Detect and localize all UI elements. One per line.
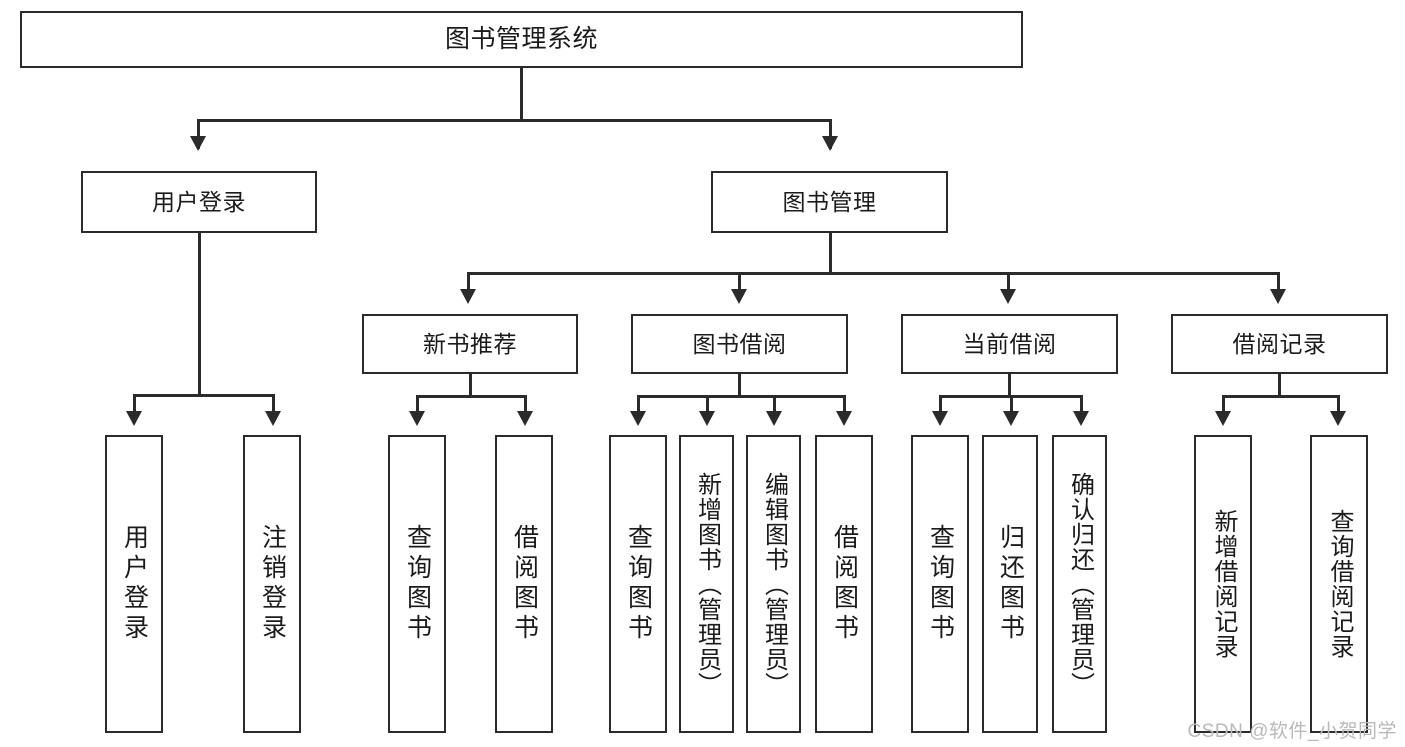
arrow-borrow-records-leaf-1: [1215, 411, 1231, 426]
arrow-new-book-leaf-2: [517, 411, 533, 426]
node-label: 查询图书: [624, 524, 653, 644]
connector-book-borrow-bus: [637, 395, 845, 398]
node-user-login[interactable]: 用户登录: [81, 171, 317, 233]
arrow-user-login-leaf-2: [265, 411, 281, 426]
node-label: 注销登录: [258, 524, 287, 644]
leaf-confirm-return-admin[interactable]: 确认归还（管理员）: [1052, 435, 1107, 733]
node-label: 借阅图书: [510, 524, 539, 644]
connector-borrow-records-drop-2: [1337, 395, 1340, 422]
node-borrow-records[interactable]: 借阅记录: [1171, 314, 1388, 374]
node-current-borrow[interactable]: 当前借阅: [901, 314, 1118, 374]
node-label: 新增图书（管理员）: [693, 471, 721, 697]
arrow-borrow-records-leaf-2: [1330, 411, 1346, 426]
connector-root-stem: [520, 68, 523, 120]
connector-book-borrow-drop-1: [637, 395, 640, 422]
leaf-query-book-new[interactable]: 查询图书: [388, 435, 446, 733]
connector-current-borrow-drop-3: [1080, 395, 1083, 422]
arrow-new-book-leaf-1: [409, 411, 425, 426]
node-book-management[interactable]: 图书管理: [711, 171, 948, 233]
leaf-logout[interactable]: 注销登录: [243, 435, 301, 733]
node-label: 用户登录: [120, 524, 149, 644]
arrow-current-borrow-leaf-3: [1073, 411, 1089, 426]
arrow-book-borrow-leaf-1: [630, 411, 646, 426]
leaf-user-login[interactable]: 用户登录: [105, 435, 163, 733]
connector-new-book-stem: [469, 374, 472, 396]
node-label: 借阅图书: [830, 524, 859, 644]
node-label: 图书管理: [782, 188, 877, 215]
leaf-query-borrow-record[interactable]: 查询借阅记录: [1310, 435, 1368, 733]
node-label: 查询图书: [403, 524, 432, 644]
node-label: 确认归还（管理员）: [1066, 471, 1094, 697]
connector-to-borrow-records: [1277, 272, 1280, 300]
connector-root-bus: [197, 119, 832, 122]
connector-to-new-book: [467, 272, 470, 300]
connector-to-current-borrow: [1007, 272, 1010, 300]
arrow-book-borrow-leaf-3: [766, 411, 782, 426]
arrow-to-current-borrow: [1000, 289, 1016, 304]
arrow-book-borrow-leaf-4: [836, 411, 852, 426]
leaf-add-borrow-record[interactable]: 新增借阅记录: [1194, 435, 1252, 733]
node-label: 当前借阅: [962, 330, 1057, 357]
node-label: 查询图书: [926, 524, 955, 644]
leaf-return-book[interactable]: 归还图书: [982, 435, 1038, 733]
connector-book-borrow-drop-4: [843, 395, 846, 422]
arrow-current-borrow-leaf-1: [932, 411, 948, 426]
connector-book-borrow-drop-3: [773, 395, 776, 422]
arrow-to-borrow-records: [1270, 289, 1286, 304]
node-label: 新增借阅记录: [1210, 509, 1237, 659]
connector-new-book-drop-2: [524, 395, 527, 422]
connector-new-book-drop-1: [416, 395, 419, 422]
connector-current-borrow-drop-1: [939, 395, 942, 422]
leaf-add-book-admin[interactable]: 新增图书（管理员）: [679, 435, 734, 733]
arrow-root-to-user-login: [190, 136, 206, 151]
arrow-to-new-book: [460, 289, 476, 304]
node-root-system[interactable]: 图书管理系统: [20, 11, 1023, 68]
node-label: 图书借阅: [692, 330, 787, 357]
connector-level3-bus: [467, 272, 1280, 275]
arrow-to-book-borrow: [731, 289, 747, 304]
connector-user-login-bus: [133, 394, 275, 397]
node-label: 借阅记录: [1232, 330, 1327, 357]
connector-borrow-records-stem: [1278, 374, 1281, 396]
connector-user-login-drop-2: [272, 394, 275, 422]
node-new-book-recommend[interactable]: 新书推荐: [362, 314, 578, 374]
connector-book-mgmt-stem: [829, 233, 832, 273]
connector-new-book-bus: [416, 395, 526, 398]
leaf-edit-book-admin[interactable]: 编辑图书（管理员）: [746, 435, 801, 733]
arrow-root-to-book-mgmt: [822, 136, 838, 151]
connector-current-borrow-drop-2: [1010, 395, 1013, 422]
csdn-watermark: CSDN @软件_小贺同学: [1187, 721, 1397, 742]
leaf-query-book-current[interactable]: 查询图书: [911, 435, 969, 733]
node-label: 归还图书: [996, 524, 1025, 644]
arrow-book-borrow-leaf-2: [699, 411, 715, 426]
leaf-borrow-book-new[interactable]: 借阅图书: [495, 435, 553, 733]
connector-user-login-drop-1: [133, 394, 136, 422]
leaf-borrow-book[interactable]: 借阅图书: [815, 435, 873, 733]
connector-current-borrow-stem: [1008, 374, 1011, 396]
connector-book-borrow-stem: [738, 374, 741, 396]
node-book-borrow[interactable]: 图书借阅: [631, 314, 848, 374]
node-label: 查询借阅记录: [1326, 509, 1353, 659]
connector-root-to-book-mgmt: [829, 119, 832, 149]
connector-book-borrow-drop-2: [706, 395, 709, 422]
node-label: 编辑图书（管理员）: [760, 471, 788, 697]
node-label: 图书管理系统: [444, 25, 598, 54]
connector-root-to-user-login: [197, 119, 200, 149]
connector-to-book-borrow: [738, 272, 741, 300]
node-label: 用户登录: [152, 188, 246, 215]
connector-borrow-records-bus: [1222, 395, 1339, 398]
arrow-user-login-leaf-1: [126, 411, 142, 426]
connector-borrow-records-drop-1: [1222, 395, 1225, 422]
node-label: 新书推荐: [423, 330, 517, 357]
leaf-query-book-borrow[interactable]: 查询图书: [609, 435, 667, 733]
connector-user-login-stem: [198, 233, 201, 395]
arrow-current-borrow-leaf-2: [1003, 411, 1019, 426]
